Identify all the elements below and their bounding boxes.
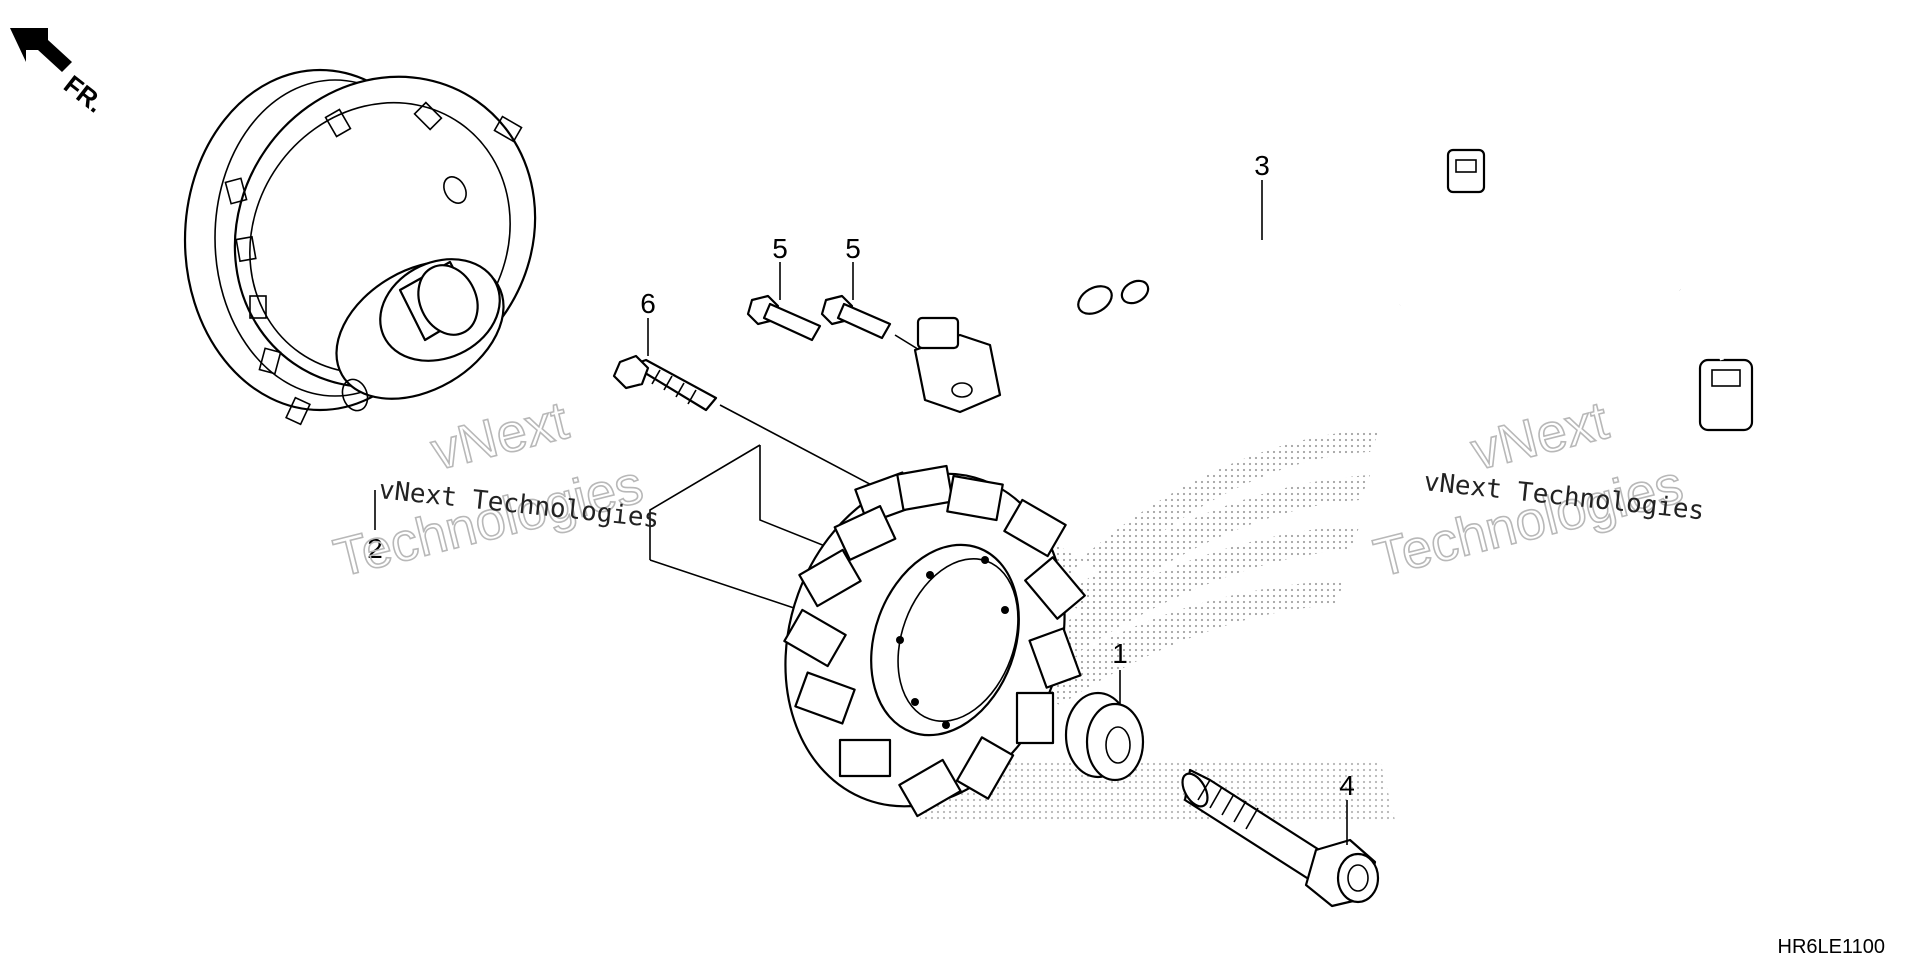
front-direction-arrow-icon: FR. xyxy=(10,28,110,119)
callout-5-right: 5 xyxy=(845,233,861,264)
flywheel-part xyxy=(183,68,537,426)
flywheel-bolt-part xyxy=(1181,768,1380,908)
pulser-bolt-part-left xyxy=(746,294,822,342)
callout-5-left: 5 xyxy=(772,233,788,264)
callout-leaders xyxy=(374,180,1348,845)
watermark-left-line1: vNext xyxy=(425,390,573,482)
collar-part xyxy=(1064,691,1145,782)
front-indicator-label: FR. xyxy=(58,69,109,118)
callout-4: 4 xyxy=(1339,770,1355,801)
stator-bolt-part xyxy=(612,354,718,412)
watermark-right-line1: vNext xyxy=(1465,390,1613,482)
callout-1: 1 xyxy=(1112,638,1128,669)
pulser-bolt-part-right xyxy=(820,294,892,340)
watermark-right-line2: Technologies xyxy=(1368,454,1688,588)
callout-3: 3 xyxy=(1254,150,1270,181)
watermark-left: vNext Technologies xyxy=(327,390,649,590)
wire-harness-part xyxy=(913,148,1754,512)
callout-6: 6 xyxy=(640,288,656,319)
callout-2: 2 xyxy=(367,533,383,564)
stator-part xyxy=(783,464,1086,818)
diagram-code: HR6LE1100 xyxy=(1778,936,1885,958)
